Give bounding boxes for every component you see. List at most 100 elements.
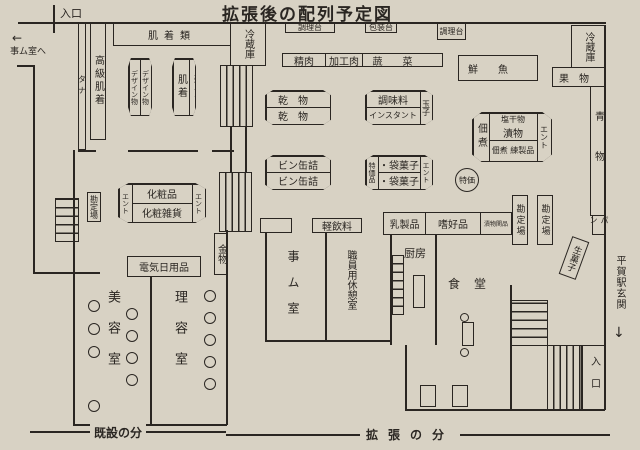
pickles-gondola: 佃煮 塩干物漬物 佃煮 練製品 エント [472,112,552,162]
cosmetic-sundries-label: 化粧雑貨 [132,202,192,222]
entrance-bottom: 入口 [582,345,606,410]
chair-icon [204,312,216,324]
stairs [55,198,79,242]
beauty-salon-label: 美容室 [105,290,120,383]
chair-icon [204,334,216,346]
wall [325,233,327,341]
pickle-related: 漬物関品 [480,212,512,235]
wall [73,150,75,425]
checkout-right: 勘定場 [537,195,553,245]
shelf: タナ [78,22,87,150]
fresh-sweets: 生菓子 [558,236,590,280]
chair-icon [88,300,100,312]
salted-dried-label: 塩干物 [501,114,525,124]
barber-label: 理容室 [172,290,187,383]
checkout-center: 勘定場 [512,195,528,245]
dried-goods-label: 乾物 [278,95,318,107]
cosmetics-gondola: エント 化粧品 化粧雑貨 エント [118,183,206,223]
seasoning-gondola: 調味料 インスタント 玉子 [365,90,433,125]
wall [265,340,390,342]
wall [150,277,152,425]
end-label: エント [539,125,549,149]
partition [128,150,198,152]
wall [17,65,34,67]
wall [230,127,232,172]
to-office-label: 事ム室へ [10,47,47,57]
seasoning-label: 調味料 [378,95,408,107]
dining-table [462,322,474,346]
chair-icon [88,323,100,335]
processed-meat: 加工肉 [325,53,363,68]
chair-icon [204,378,216,390]
luxury-goods: 嗜好品 [425,212,481,235]
checkout-left: 勘定場 [87,192,101,222]
kitchen-counter [392,255,404,315]
green-vegetables: 青物 [590,86,606,216]
design-goods-2: デザイン物 [139,59,151,115]
expansion-section-label: 拡張の分 [360,426,461,443]
cosmetics-label: 化粧品 [147,190,177,201]
underwear-section: 肌着類 [113,22,231,46]
entrance-arrow-icon [53,5,55,33]
bottom-wall [405,409,605,411]
fish-paste-label: 佃煮 練製品 [489,139,537,161]
chair-icon [126,308,138,320]
entrance-top-label: 入口 [60,7,82,20]
end-label: エント [422,162,430,183]
wall [226,230,228,425]
bargain-circle: 特価 [455,168,479,192]
end-label: エント [121,192,130,214]
premium-underwear: 高級肌着 [90,22,106,140]
dairy: 乳製品 [383,212,426,235]
prep-table-1: 調理台 [285,22,335,33]
right-wall [604,25,606,410]
stairs [547,345,582,410]
wall [245,127,247,172]
hiraga-station-entrance-label: 平賀駅玄関 [614,255,625,310]
chair-icon [88,346,100,358]
prep-table-2: 調理台 [437,22,466,40]
partition [78,150,96,152]
wall [33,272,100,274]
wall [265,233,267,341]
snacks-gondola: 特価品 ・袋菓子 ・袋菓子 エント [365,155,433,190]
chair-icon [126,374,138,386]
instant-label: インスタント [366,107,420,124]
wall [435,235,437,345]
pickles-label: 漬物 [503,128,523,140]
design-goods-gondola: デザイン物 デザイン物 [128,58,152,116]
partition [212,150,234,152]
design-goods-1: デザイン物 [130,69,139,105]
bagged-snacks-label: ・袋菓子 [378,172,420,189]
kitchen-label: 厨房 [404,247,426,260]
refrigerator-right: 冷蔵庫 [571,25,606,68]
wrapping-table: 包装台 [365,22,397,33]
fresh-fish: 鮮魚 [458,55,538,81]
chair-icon [126,352,138,364]
wall [390,235,392,345]
chair-icon [204,290,216,302]
stairs [220,65,253,127]
seat-icon [460,348,469,357]
bargain-label: 特価品 [368,162,376,183]
plan-title: 拡張後の配列予定図 [222,5,393,25]
staff-lounge-label: 職員用休憩室 [345,250,356,310]
light-drinks: 軽飲料 [312,218,362,233]
stairs [219,172,252,232]
office-label: 事ム室 [286,250,300,328]
tsukudani-label: 佃煮 [475,123,487,151]
meat: 精肉 [282,53,326,68]
electric-daily-goods: 電気日用品 [127,256,201,277]
chair-icon [88,400,100,412]
dried-goods-label: 乾物 [266,107,330,124]
chair-icon [126,330,138,342]
wall [510,285,512,410]
underwear-goods-gondola: 肌着 雑貨 [172,58,196,116]
eggs-label: 玉子 [421,99,431,116]
kitchen-table [413,275,425,308]
existing-section-label: 既設の分 [90,424,147,441]
end-label: エント [194,192,203,214]
stairs [510,300,548,346]
canned-goods-gondola: ビン缶詰 ビン缶詰 [265,155,331,190]
